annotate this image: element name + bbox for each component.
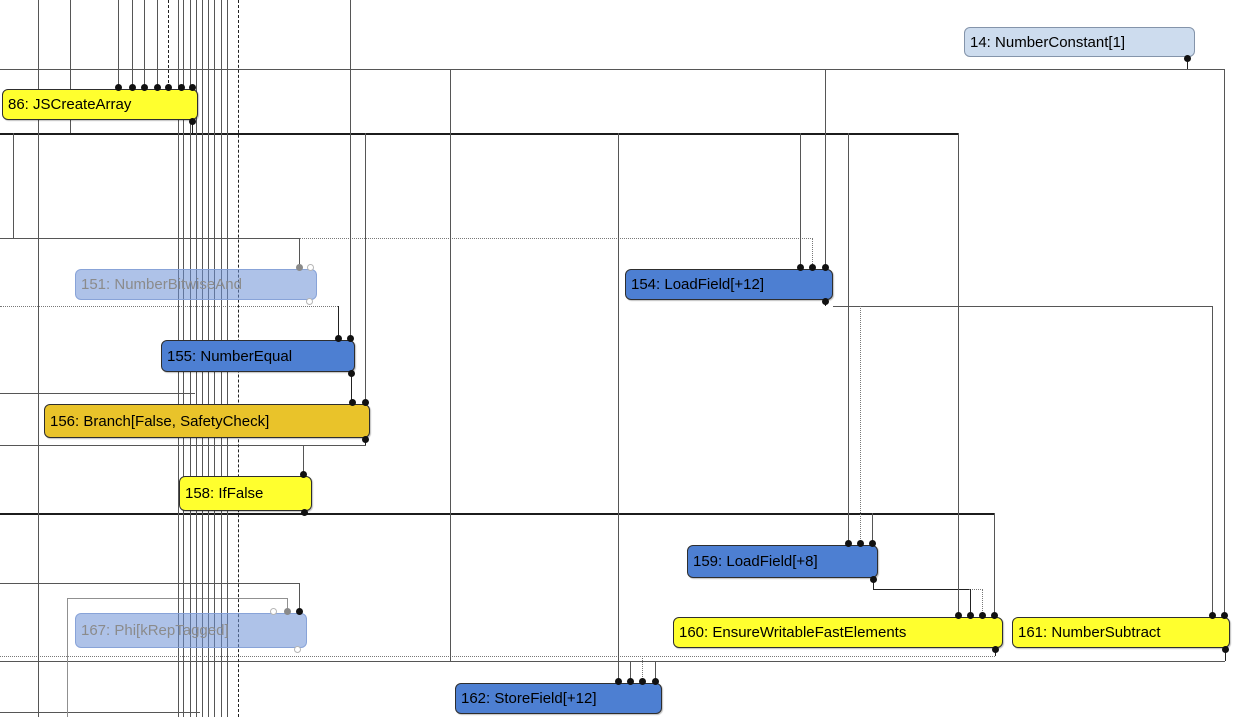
input-dot[interactable] — [868, 539, 876, 547]
edge-segment — [299, 238, 813, 239]
edge-segment — [618, 133, 619, 681]
input-dot[interactable] — [808, 263, 816, 271]
edge-segment — [812, 238, 813, 266]
input-dot[interactable] — [1208, 611, 1216, 619]
output-dot[interactable] — [1221, 645, 1229, 653]
edge-segment — [0, 445, 366, 446]
edge-segment — [157, 0, 158, 88]
output-dot[interactable] — [305, 297, 313, 305]
input-dot[interactable] — [346, 334, 354, 342]
graph-node-167[interactable]: 167: Phi[kRepTagged] — [75, 613, 307, 648]
edge-segment — [299, 583, 300, 611]
edge-segment — [0, 513, 995, 515]
input-dot[interactable] — [844, 539, 852, 547]
output-dot[interactable] — [1183, 54, 1191, 62]
edge-segment — [1212, 306, 1213, 615]
edge-segment — [0, 583, 300, 584]
edge-segment — [350, 0, 351, 338]
input-dot[interactable] — [295, 607, 303, 615]
output-dot[interactable] — [300, 508, 308, 516]
edge-segment — [67, 598, 68, 717]
output-dot[interactable] — [991, 645, 999, 653]
edge-segment — [132, 0, 133, 88]
graph-node-162[interactable]: 162: StoreField[+12] — [455, 683, 662, 714]
input-dot[interactable] — [283, 607, 291, 615]
input-dot[interactable] — [114, 83, 122, 91]
output-dot[interactable] — [821, 297, 829, 305]
edge-segment — [0, 712, 200, 713]
edge-segment — [825, 69, 826, 265]
edge-segment — [0, 133, 958, 135]
edge-segment — [969, 589, 983, 590]
edge-segment — [67, 598, 288, 599]
graph-node-158[interactable]: 158: IfFalse — [179, 476, 312, 511]
graph-node-86[interactable]: 86: JSCreateArray — [2, 89, 198, 120]
edge-segment — [1224, 69, 1225, 615]
edge-segment — [365, 133, 366, 403]
input-dot[interactable] — [188, 83, 196, 91]
graph-node-151[interactable]: 151: NumberBitwiseAnd — [75, 269, 317, 300]
edge-segment — [848, 133, 849, 543]
graph-node-154[interactable]: 154: LoadField[+12] — [625, 269, 833, 300]
input-dot[interactable] — [614, 677, 622, 685]
input-dot[interactable] — [856, 539, 864, 547]
graph-node-161[interactable]: 161: NumberSubtract — [1012, 617, 1230, 648]
graph-node-156[interactable]: 156: Branch[False, SafetyCheck] — [44, 404, 370, 438]
edge-segment — [0, 69, 1225, 70]
edge-segment — [168, 0, 169, 88]
input-dot[interactable] — [153, 83, 161, 91]
edge-segment — [994, 513, 995, 615]
input-dot[interactable] — [299, 470, 307, 478]
input-dot[interactable] — [651, 677, 659, 685]
input-dot[interactable] — [626, 677, 634, 685]
edge-segment — [450, 69, 451, 661]
edge-segment — [13, 133, 14, 238]
edge-segment — [873, 589, 971, 590]
input-dot[interactable] — [306, 263, 314, 271]
input-dot[interactable] — [796, 263, 804, 271]
output-dot[interactable] — [188, 117, 196, 125]
edge-segment — [0, 656, 995, 657]
graph-node-159[interactable]: 159: LoadField[+8] — [687, 545, 878, 578]
edge-segment — [0, 661, 1225, 662]
edge-segment — [800, 133, 801, 265]
edge-segment — [338, 306, 339, 338]
input-dot[interactable] — [978, 611, 986, 619]
input-dot[interactable] — [638, 677, 646, 685]
edge-segment — [872, 513, 873, 543]
input-dot[interactable] — [348, 398, 356, 406]
input-dot[interactable] — [269, 607, 277, 615]
input-dot[interactable] — [334, 334, 342, 342]
input-dot[interactable] — [821, 263, 829, 271]
output-dot[interactable] — [361, 435, 369, 443]
edge-segment — [118, 0, 119, 88]
graph-node-14[interactable]: 14: NumberConstant[1] — [964, 27, 1195, 57]
edge-segment — [0, 238, 300, 239]
graph-node-155[interactable]: 155: NumberEqual — [161, 340, 355, 372]
edge-segment — [833, 306, 1213, 307]
edge-segment — [0, 393, 195, 394]
input-dot[interactable] — [177, 83, 185, 91]
edge-segment — [860, 306, 861, 543]
input-dot[interactable] — [140, 83, 148, 91]
input-dot[interactable] — [164, 83, 172, 91]
graph-node-160[interactable]: 160: EnsureWritableFastElements — [673, 617, 1003, 648]
input-dot[interactable] — [990, 611, 998, 619]
input-dot[interactable] — [128, 83, 136, 91]
output-dot[interactable] — [293, 645, 301, 653]
edge-segment — [144, 0, 145, 88]
input-dot[interactable] — [954, 611, 962, 619]
output-dot[interactable] — [347, 369, 355, 377]
input-dot[interactable] — [295, 263, 303, 271]
input-dot[interactable] — [966, 611, 974, 619]
output-dot[interactable] — [869, 575, 877, 583]
edge-segment — [958, 133, 959, 615]
edge-segment — [0, 306, 338, 307]
input-dot[interactable] — [1220, 611, 1228, 619]
input-dot[interactable] — [361, 398, 369, 406]
